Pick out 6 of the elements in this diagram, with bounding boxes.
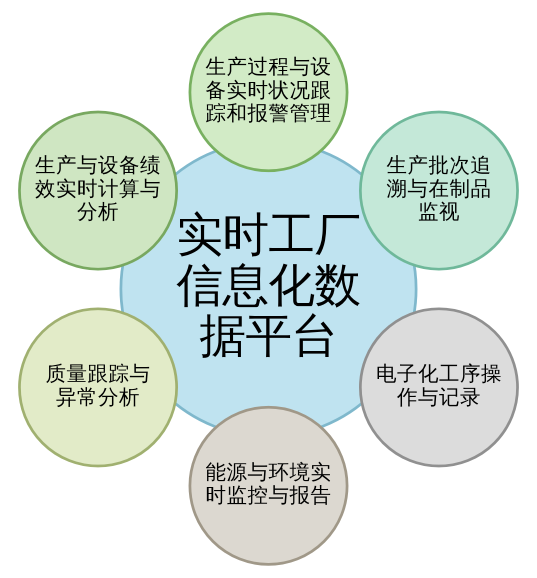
node-circle: 电子化工序操作与记录 (359, 307, 519, 468)
node-circle: 生产批次追溯与在制品监视 (359, 110, 519, 271)
node-circle: 生产过程与设备实时状况跟踪和报警管理 (188, 12, 348, 172)
node-circle: 生产与设备绩效实时计算与分析 (18, 110, 178, 271)
node-circle: 能源与环境实时监控与报告 (188, 406, 348, 566)
node-circle: 质量跟踪与异常分析 (18, 307, 178, 468)
